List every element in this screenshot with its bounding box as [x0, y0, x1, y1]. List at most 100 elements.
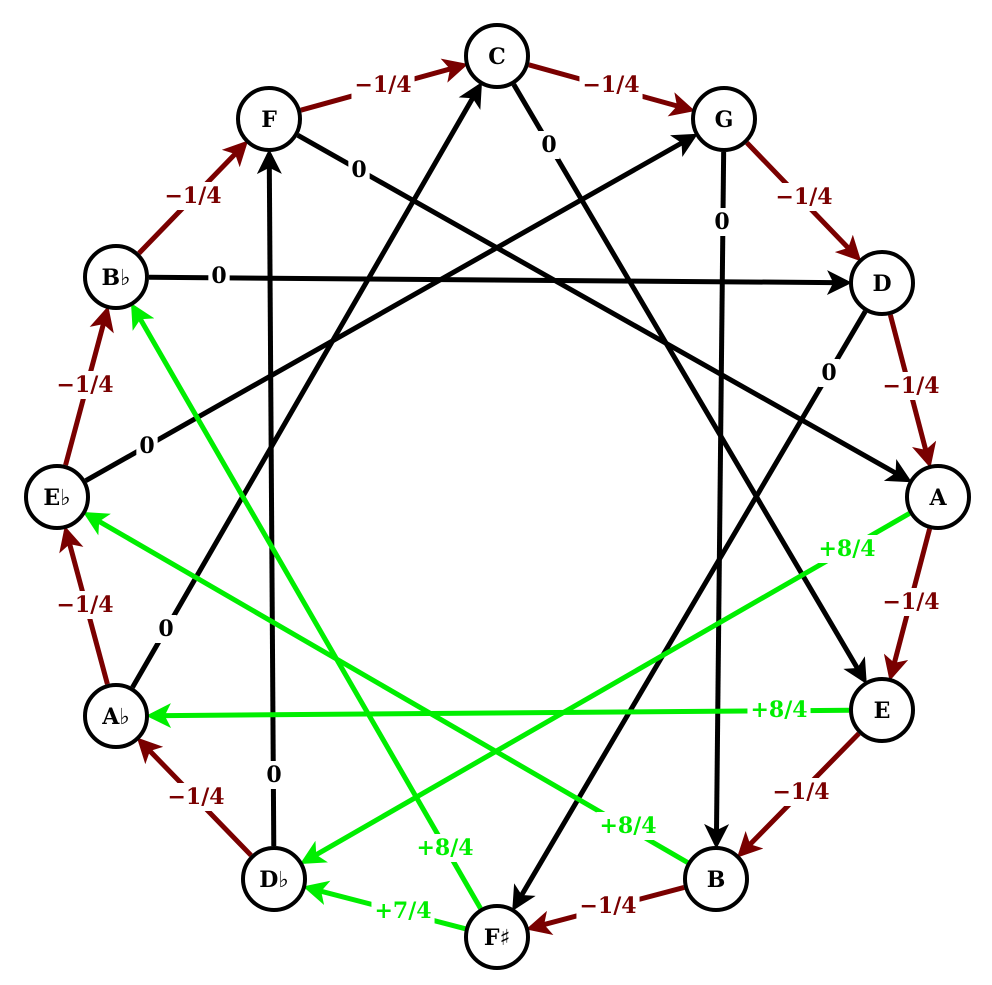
edge-label-group: 0: [711, 208, 733, 236]
note-node-circle: [241, 846, 307, 912]
edge-label: +8/4: [416, 835, 473, 861]
note-node-f: F: [236, 86, 302, 152]
edge-label-group: −1/4: [772, 183, 836, 211]
note-node-label: A♭: [101, 704, 129, 730]
edge-label-group: −1/4: [579, 71, 643, 99]
edge-label-background: [579, 71, 643, 99]
edge-label: −1/4: [582, 72, 639, 98]
note-node-a: A: [905, 464, 971, 530]
edge-label: 0: [541, 132, 556, 158]
edge-label-group: +7/4: [371, 897, 435, 925]
edge-b-to-eb: [82, 512, 689, 865]
edge-c-to-e: [511, 83, 867, 685]
edge-label: +8/4: [750, 697, 807, 723]
note-node-circle: [849, 677, 915, 743]
note-node-circle: [905, 464, 971, 530]
edge-label-background: [161, 182, 225, 210]
note-node-b: B: [683, 846, 749, 912]
edge-label-background: [711, 208, 733, 236]
note-node-label: G: [715, 107, 734, 133]
note-node-e: E: [849, 677, 915, 743]
note-node-label: C: [488, 44, 506, 70]
edge-label-group: 0: [348, 156, 370, 184]
note-node-circle: [683, 846, 749, 912]
edge-label-group: 0: [538, 131, 560, 159]
edge-label-background: [538, 131, 560, 159]
note-node-circle: [691, 86, 757, 152]
edge-label-layer: −1/4 −1/4 −1/4 −1/4 −1/4 −1/4 −1/4 −1/4 −1/4 −1/4…: [53, 71, 943, 925]
edge-label: −1/4: [164, 183, 221, 209]
edge-label-group: −1/4: [351, 71, 415, 99]
note-node-circle: [24, 464, 90, 530]
edge-label: +7/4: [374, 898, 431, 924]
edge-label: +8/4: [599, 813, 656, 839]
edge-label: −1/4: [772, 779, 829, 805]
edge-d-to-fs: [512, 310, 868, 912]
edge-label: +8/4: [818, 536, 875, 562]
edge-label-background: [413, 834, 477, 862]
edge-label-background: [155, 615, 177, 643]
node-layer: C G D A E B F♯ D♭ A♭ E♭ B♭ F: [24, 23, 971, 970]
note-node-circle: [83, 244, 149, 310]
edge-eb-to-g: [84, 133, 698, 483]
edge-label-group: −1/4: [769, 778, 833, 806]
edge-label-group: −1/4: [879, 372, 943, 400]
edge-label: −1/4: [56, 372, 113, 398]
note-node-label: E♭: [43, 485, 70, 511]
edge-f-to-a: [296, 133, 912, 483]
edge-label: 0: [266, 762, 281, 788]
edge-label: −1/4: [167, 784, 224, 810]
note-node-label: F♯: [484, 925, 510, 951]
edge-label-group: 0: [818, 359, 840, 387]
note-node-g: G: [691, 86, 757, 152]
edge-label-background: [772, 183, 836, 211]
edge-label-group: +8/4: [747, 696, 811, 724]
edge-label-group: 0: [263, 761, 285, 789]
edge-label: −1/4: [882, 589, 939, 615]
note-node-circle: [83, 683, 149, 749]
edge-label-group: 0: [208, 262, 230, 290]
edge-db-to-f: [256, 148, 282, 847]
edge-label-group: +8/4: [815, 535, 879, 563]
note-node-label: D: [872, 271, 891, 297]
edge-label-background: [879, 372, 943, 400]
note-node-label: B: [707, 867, 726, 893]
edge-label: 0: [158, 616, 173, 642]
note-node-label: E: [874, 698, 891, 724]
note-node-db: D♭: [241, 846, 307, 912]
edge-label-background: [164, 783, 228, 811]
note-node-c: C: [464, 23, 530, 89]
edge-label-background: [348, 156, 370, 184]
edge-label-background: [818, 359, 840, 387]
note-node-label: F: [261, 107, 277, 133]
edge-label-group: −1/4: [576, 892, 640, 920]
edge-label: −1/4: [354, 72, 411, 98]
note-node-circle: [464, 23, 530, 89]
edge-label-background: [596, 812, 660, 840]
edge-label: −1/4: [579, 893, 636, 919]
note-node-bb: B♭: [83, 244, 149, 310]
note-node-d: D: [849, 250, 915, 316]
edge-label: 0: [821, 360, 836, 386]
edge-label: 0: [139, 433, 154, 459]
note-node-ab: A♭: [83, 683, 149, 749]
edge-bb-to-d: [148, 270, 853, 296]
edge-ab-to-c: [130, 81, 483, 689]
edge-label: 0: [351, 157, 366, 183]
edge-label-group: −1/4: [164, 783, 228, 811]
edge-label-background: [879, 588, 943, 616]
edge-label-group: 0: [136, 432, 158, 460]
note-node-circle: [236, 86, 302, 152]
note-node-circle: [849, 250, 915, 316]
edge-label-group: −1/4: [53, 591, 117, 619]
edge-label-background: [576, 892, 640, 920]
edge-label-group: +8/4: [413, 834, 477, 862]
edge-layer: [59, 58, 937, 936]
edge-a-to-db: [300, 511, 911, 865]
edge-label-group: −1/4: [161, 182, 225, 210]
edge-label-background: [769, 778, 833, 806]
edge-label-background: [815, 535, 879, 563]
edge-label-group: +8/4: [596, 812, 660, 840]
edge-label-background: [371, 897, 435, 925]
